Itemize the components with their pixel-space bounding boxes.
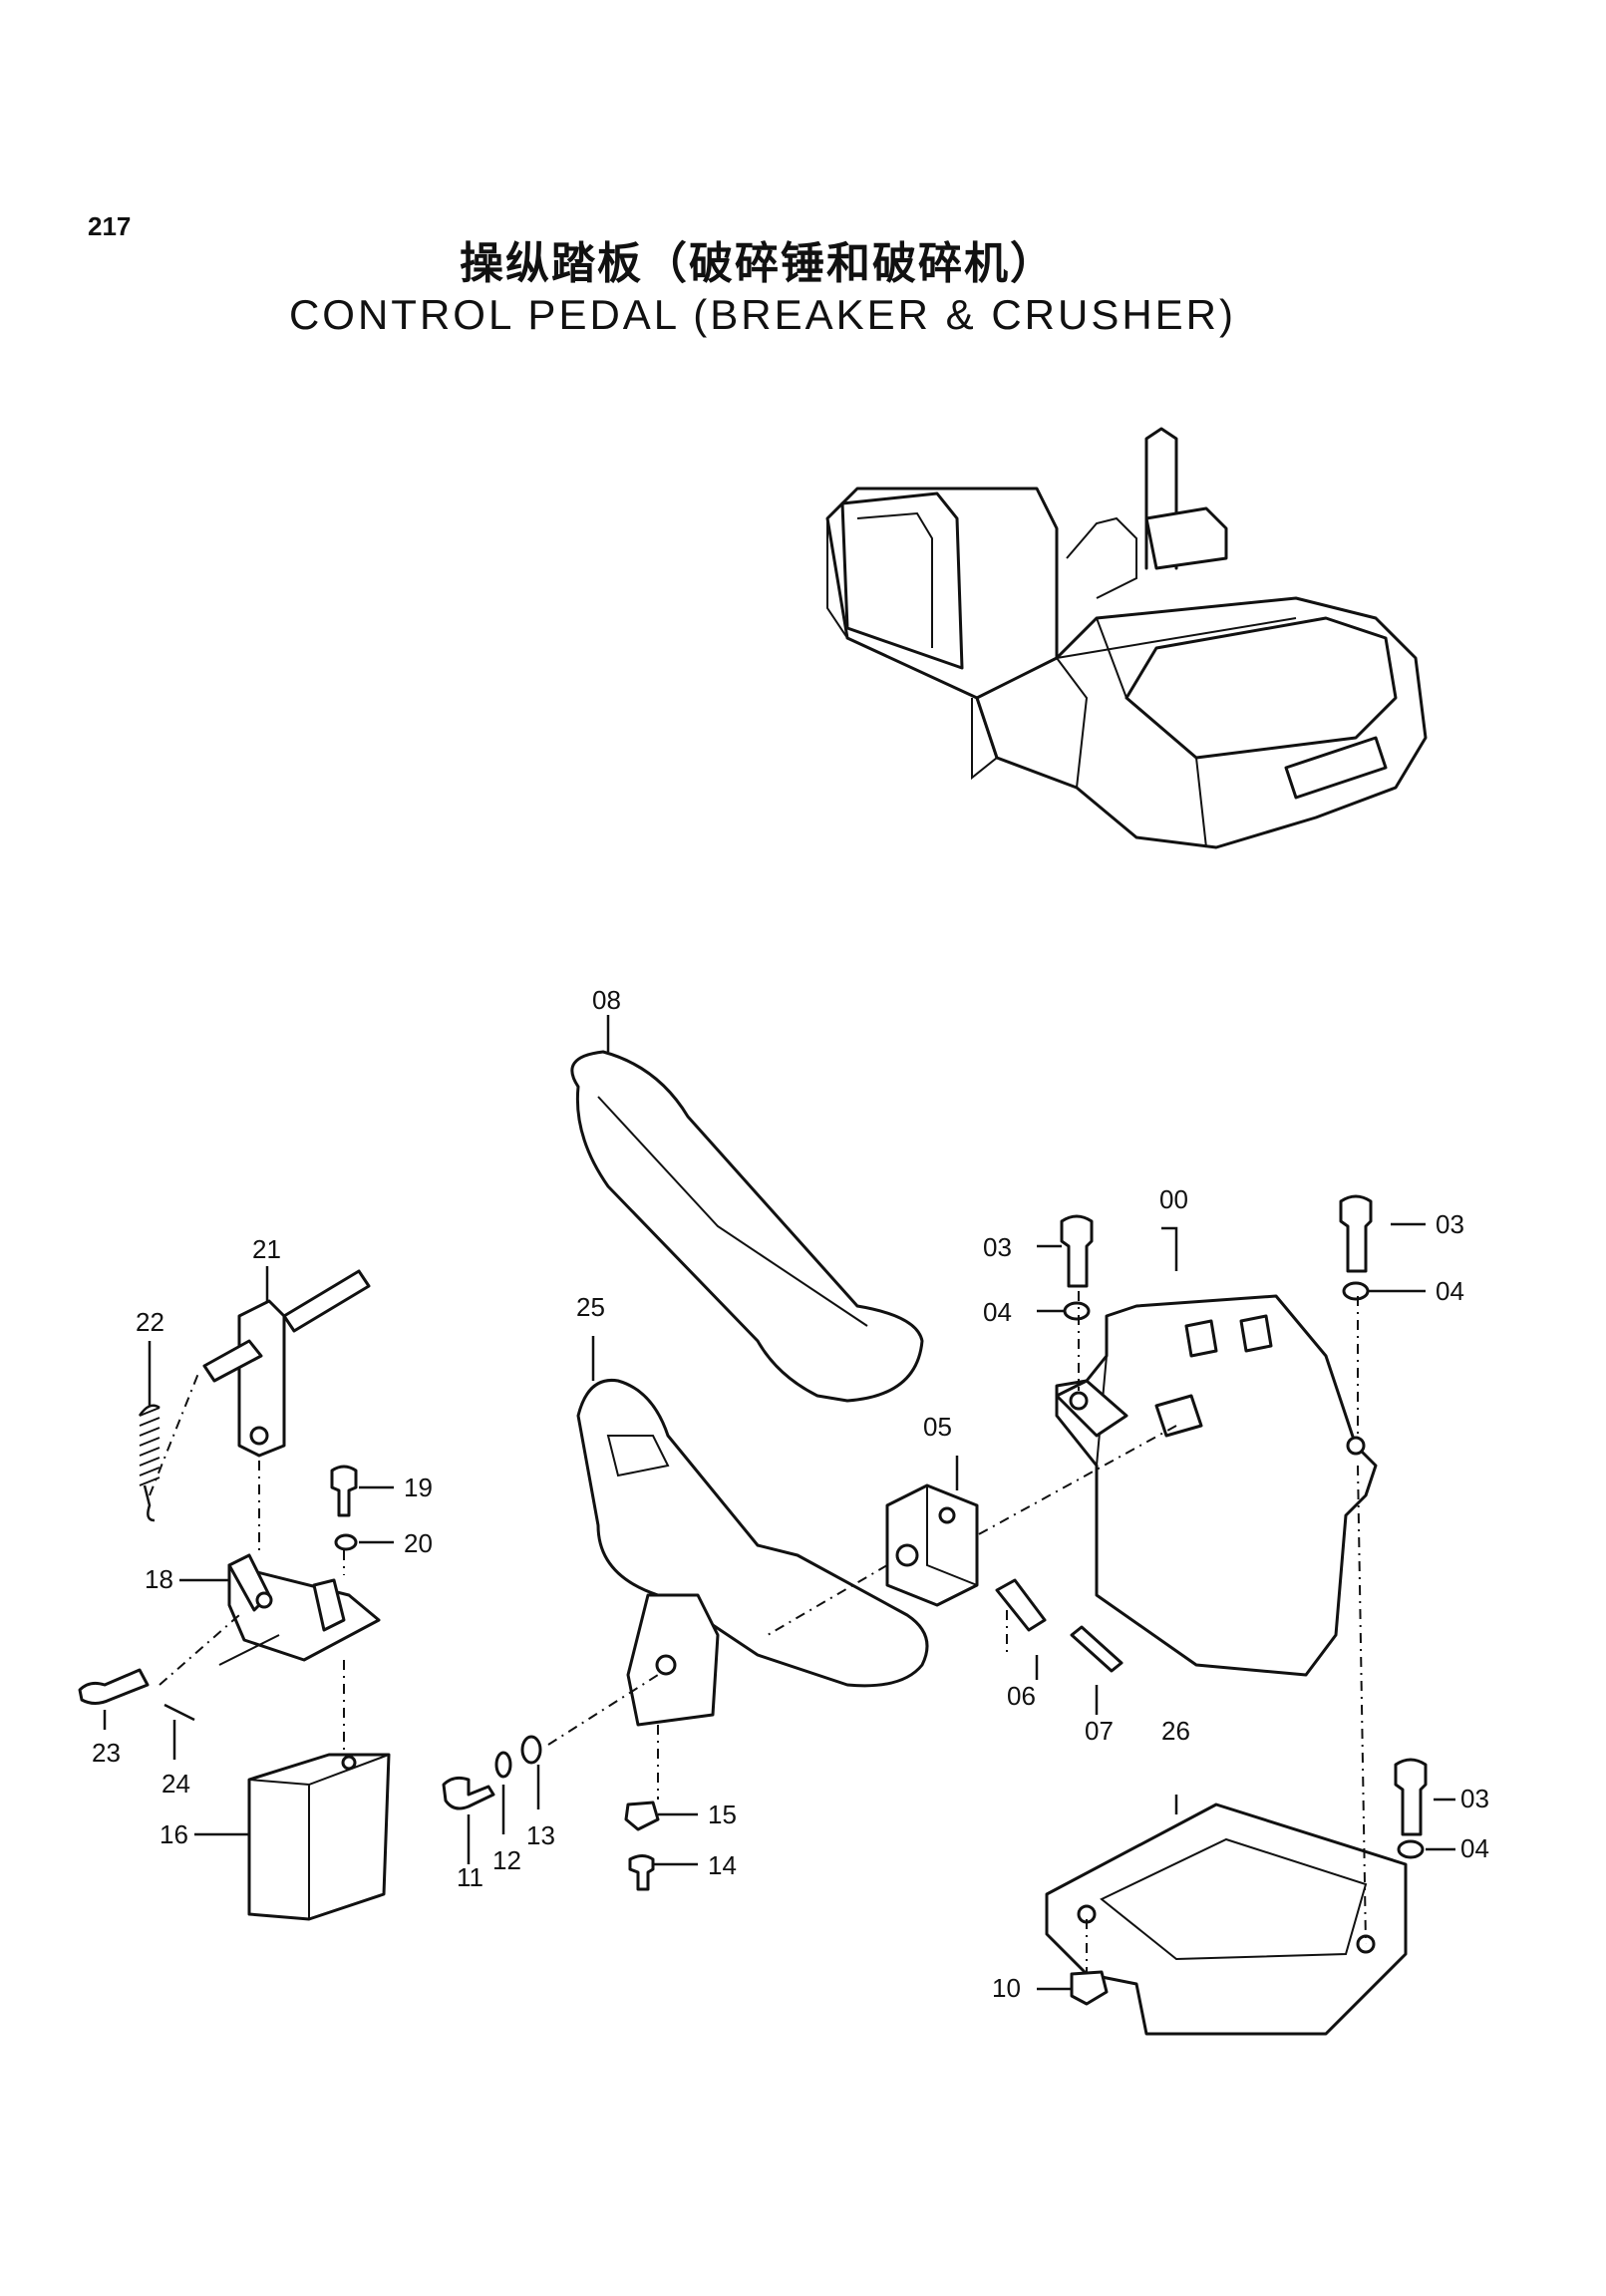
- label-13: 13: [526, 1820, 555, 1850]
- label-04-right: 04: [1436, 1276, 1464, 1306]
- label-18: 18: [145, 1564, 173, 1594]
- part-12-ring: [494, 1751, 512, 1779]
- label-22: 22: [136, 1307, 164, 1337]
- label-08: 08: [592, 985, 621, 1015]
- label-00: 00: [1159, 1184, 1188, 1214]
- part-24-cotter: [163, 1703, 195, 1722]
- label-05: 05: [923, 1412, 952, 1442]
- label-07: 07: [1085, 1716, 1114, 1746]
- label-14: 14: [708, 1850, 737, 1880]
- label-15: 15: [708, 1800, 737, 1829]
- part-04-washers: [1063, 1281, 1425, 1859]
- label-24: 24: [161, 1769, 190, 1799]
- part-21-lever: [202, 1269, 371, 1458]
- part-23-pin: [78, 1668, 150, 1705]
- part-20-washer: [334, 1533, 358, 1551]
- label-21: 21: [252, 1234, 281, 1264]
- part-10-nut: [1070, 1970, 1109, 2006]
- label-12: 12: [492, 1845, 521, 1875]
- title-chinese: 操纵踏板（破碎锤和破碎机）: [460, 238, 1056, 289]
- part-03-bolts: [1060, 1194, 1428, 1836]
- label-16: 16: [160, 1819, 188, 1849]
- part-07-pin: [1070, 1625, 1124, 1673]
- part-06-pin: [995, 1578, 1047, 1632]
- label-20: 20: [404, 1528, 433, 1558]
- label-03-lower: 03: [1460, 1784, 1489, 1813]
- part-08-pedal-cover: [570, 1050, 924, 1403]
- part-05-block: [885, 1483, 979, 1607]
- label-26: 26: [1161, 1716, 1190, 1746]
- label-06: 06: [1007, 1681, 1036, 1711]
- label-23: 23: [92, 1738, 121, 1768]
- label-25: 25: [576, 1292, 605, 1322]
- label-04-lower: 04: [1460, 1833, 1489, 1863]
- label-04-left: 04: [983, 1297, 1012, 1327]
- title-english: CONTROL PEDAL (BREAKER & CRUSHER): [288, 291, 1237, 338]
- label-11: 11: [457, 1862, 483, 1892]
- part-00-valve: [1055, 1294, 1378, 1677]
- part-11-bolt: [442, 1776, 495, 1810]
- page-number: 217: [88, 211, 132, 241]
- part-18-bracket: [218, 1553, 381, 1666]
- label-19: 19: [404, 1473, 433, 1502]
- part-15-nut: [624, 1801, 660, 1831]
- part-25-pedal: [576, 1378, 929, 1727]
- part-16-switch: [247, 1753, 391, 1921]
- part-26-plate: [1045, 1803, 1408, 2036]
- part-14-bolt: [628, 1854, 655, 1891]
- part-22-spring: [138, 1404, 161, 1522]
- label-10: 10: [992, 1973, 1021, 2003]
- leader-lines: [103, 1015, 1455, 1991]
- part-19-bolt: [330, 1465, 358, 1517]
- part-13-washer: [520, 1735, 542, 1765]
- label-03-left: 03: [983, 1232, 1012, 1262]
- excavator-overview: [825, 427, 1428, 849]
- label-03-right: 03: [1436, 1209, 1464, 1239]
